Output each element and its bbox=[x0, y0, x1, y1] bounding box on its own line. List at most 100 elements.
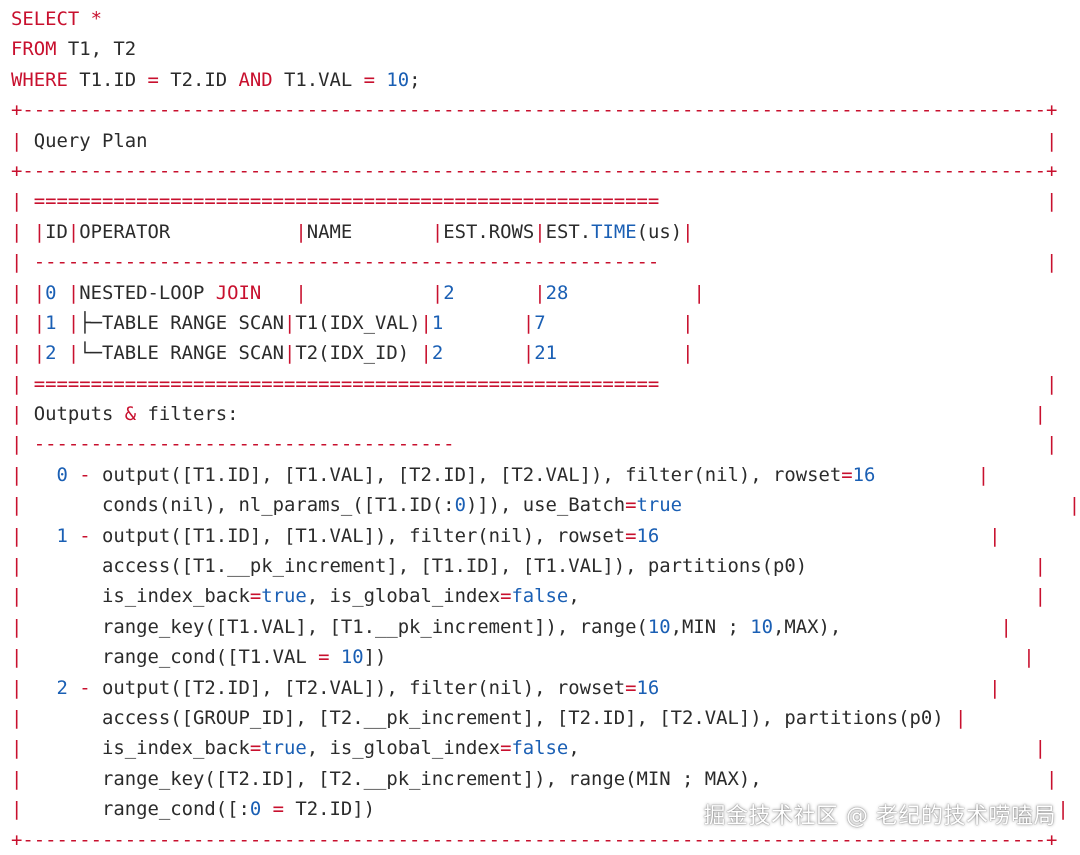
keyword-token: = bbox=[363, 68, 375, 91]
keyword-token: ------------------------------------- bbox=[33, 433, 455, 456]
number-token: 0 bbox=[249, 798, 262, 821]
keyword-token: = bbox=[318, 646, 330, 669]
keyword-token: AND bbox=[238, 68, 273, 91]
text-token: output([T1.ID], [T1.VAL]), filter(nil), … bbox=[90, 524, 626, 547]
keyword-token: | bbox=[11, 372, 23, 395]
keyword-token: = bbox=[625, 524, 637, 547]
keyword-token: | bbox=[420, 311, 432, 334]
number-token: 16 bbox=[636, 676, 660, 699]
keyword-token: | bbox=[11, 190, 23, 213]
keyword-token: | bbox=[33, 220, 46, 243]
number-token: 10 bbox=[386, 68, 410, 91]
code-line: | conds(nil), nl_params_([T1.ID(:0)]), u… bbox=[11, 490, 1080, 520]
keyword-token: | bbox=[1045, 251, 1058, 274]
text-token bbox=[57, 282, 68, 304]
keyword-token: | bbox=[954, 706, 967, 729]
keyword-token: | bbox=[522, 342, 535, 365]
keyword-token: | bbox=[431, 281, 444, 304]
number-token: 1 bbox=[56, 524, 68, 547]
keyword-token: | bbox=[11, 555, 23, 578]
text-token bbox=[307, 282, 432, 304]
keyword-token: | bbox=[11, 433, 23, 456]
keyword-token: = bbox=[147, 68, 159, 91]
keyword-token: | bbox=[1068, 494, 1080, 517]
text-token: range_cond([: bbox=[22, 798, 250, 821]
keyword-token: | bbox=[1045, 190, 1058, 213]
keyword-token: WHERE bbox=[11, 68, 68, 91]
text-token bbox=[22, 373, 33, 395]
keyword-token: | bbox=[1023, 646, 1035, 669]
text-token bbox=[659, 251, 1046, 273]
text-token: NAME bbox=[306, 220, 432, 243]
number-token: 1 bbox=[431, 311, 444, 334]
text-token bbox=[22, 251, 33, 273]
keyword-token: SELECT * bbox=[11, 8, 102, 30]
keyword-token: | bbox=[11, 342, 23, 365]
keyword-token: | bbox=[1000, 615, 1012, 638]
keyword-token: | bbox=[11, 220, 23, 243]
text-token: NESTED-LOOP bbox=[79, 281, 216, 304]
number-token: 21 bbox=[534, 342, 557, 365]
keyword-token: ----------------------------------------… bbox=[33, 251, 660, 274]
keyword-token: | bbox=[67, 281, 80, 304]
keyword-token: | bbox=[67, 342, 80, 365]
code-line: | access([T1.__pk_increment], [T1.ID], [… bbox=[11, 551, 1080, 581]
text-token: conds(nil), nl_params_([T1.ID(: bbox=[22, 494, 455, 517]
keyword-token: | bbox=[682, 342, 694, 365]
keyword-token: | bbox=[11, 524, 23, 547]
keyword-token: | bbox=[11, 646, 23, 669]
keyword-token: - bbox=[79, 524, 91, 547]
number-token: 10 bbox=[647, 615, 671, 638]
keyword-token: | bbox=[1045, 433, 1058, 456]
text-token bbox=[261, 282, 295, 304]
text-token: T2.ID bbox=[158, 68, 239, 91]
keyword-token: | bbox=[1034, 737, 1046, 760]
text-token bbox=[693, 221, 1080, 243]
keyword-token: +---------------------------------------… bbox=[11, 99, 1058, 122]
number-token: 2 bbox=[431, 342, 444, 365]
number-token: 7 bbox=[534, 311, 546, 334]
text-token bbox=[22, 342, 33, 364]
keyword-token: FROM bbox=[11, 38, 57, 61]
text-token bbox=[557, 342, 682, 364]
text-token: range_cond([T1.VAL bbox=[22, 646, 319, 669]
text-token: range_key([T2.ID], [T2.__pk_increment]),… bbox=[22, 767, 1046, 790]
keyword-token: | bbox=[1057, 798, 1069, 821]
number-token: 10 bbox=[340, 646, 364, 669]
keyword-token: = bbox=[249, 585, 262, 608]
text-token: T2(IDX_ID) bbox=[295, 342, 421, 365]
text-token bbox=[329, 646, 340, 668]
code-line: | 0 - output([T1.ID], [T1.VAL], [T2.ID],… bbox=[11, 460, 1080, 490]
keyword-token: | bbox=[1045, 372, 1058, 395]
text-token: OPERATOR bbox=[79, 220, 296, 243]
number-token: 2 bbox=[45, 342, 57, 365]
code-line: | range_key([T2.ID], [T2.__pk_increment]… bbox=[11, 764, 1080, 794]
text-token bbox=[443, 342, 523, 364]
number-token: 2 bbox=[443, 281, 455, 304]
keyword-token: | bbox=[11, 494, 23, 517]
text-token: ; bbox=[409, 68, 421, 91]
code-line: FROM T1, T2 bbox=[11, 34, 1080, 64]
keyword-token: | bbox=[11, 311, 23, 334]
text-token bbox=[68, 677, 79, 699]
code-line: | is_index_back=true, is_global_index=fa… bbox=[11, 581, 1080, 611]
keyword-token: | bbox=[11, 706, 23, 729]
keyword-token: | bbox=[534, 220, 546, 243]
keyword-token: = bbox=[249, 737, 262, 760]
text-token: is_index_back bbox=[22, 737, 250, 760]
text-token: T1, T2 bbox=[56, 38, 137, 61]
watermark: 掘金技术社区 @ 老纪的技术唠嗑局 bbox=[703, 804, 1056, 829]
keyword-token: | bbox=[11, 798, 23, 821]
text-token: Outputs bbox=[22, 403, 125, 426]
code-line: | ======================================… bbox=[11, 369, 1080, 399]
text-token bbox=[22, 221, 33, 243]
keyword-token: = bbox=[272, 798, 284, 821]
code-line: | 1 - output([T1.ID], [T1.VAL]), filter(… bbox=[11, 521, 1080, 551]
number-token: false bbox=[511, 585, 569, 608]
text-token: is_index_back bbox=[22, 585, 250, 608]
text-token bbox=[261, 798, 272, 820]
text-token bbox=[57, 342, 68, 364]
keyword-token: | bbox=[11, 767, 23, 790]
keyword-token: | bbox=[989, 524, 1001, 547]
text-token: T1.ID bbox=[67, 68, 148, 91]
